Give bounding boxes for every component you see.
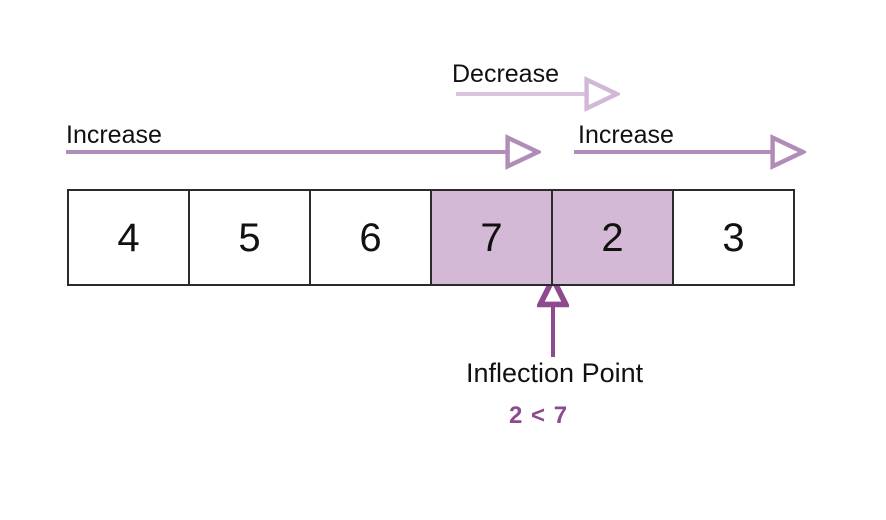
array-cell-1: 5 <box>190 191 311 284</box>
array-cell-value: 3 <box>722 215 745 260</box>
array-cell-value: 4 <box>117 215 140 260</box>
array-cell-5: 3 <box>674 191 793 284</box>
array-cell-value: 7 <box>480 215 503 260</box>
decrease-label: Decrease <box>452 60 559 88</box>
array-cell-value: 6 <box>359 215 382 260</box>
array-container: 4 5 6 7 2 3 <box>67 189 795 286</box>
increase-left-label: Increase <box>66 121 162 149</box>
array-cell-value: 5 <box>238 215 261 260</box>
inflection-comparison-label: 2 < 7 <box>509 402 569 429</box>
array-cell-0: 4 <box>69 191 190 284</box>
array-cell-3: 7 <box>432 191 553 284</box>
increase-right-label: Increase <box>578 121 674 149</box>
array-cell-4: 2 <box>553 191 674 284</box>
inflection-point-label: Inflection Point <box>466 358 644 388</box>
array-cell-2: 6 <box>311 191 432 284</box>
array-cell-value: 2 <box>601 215 624 260</box>
